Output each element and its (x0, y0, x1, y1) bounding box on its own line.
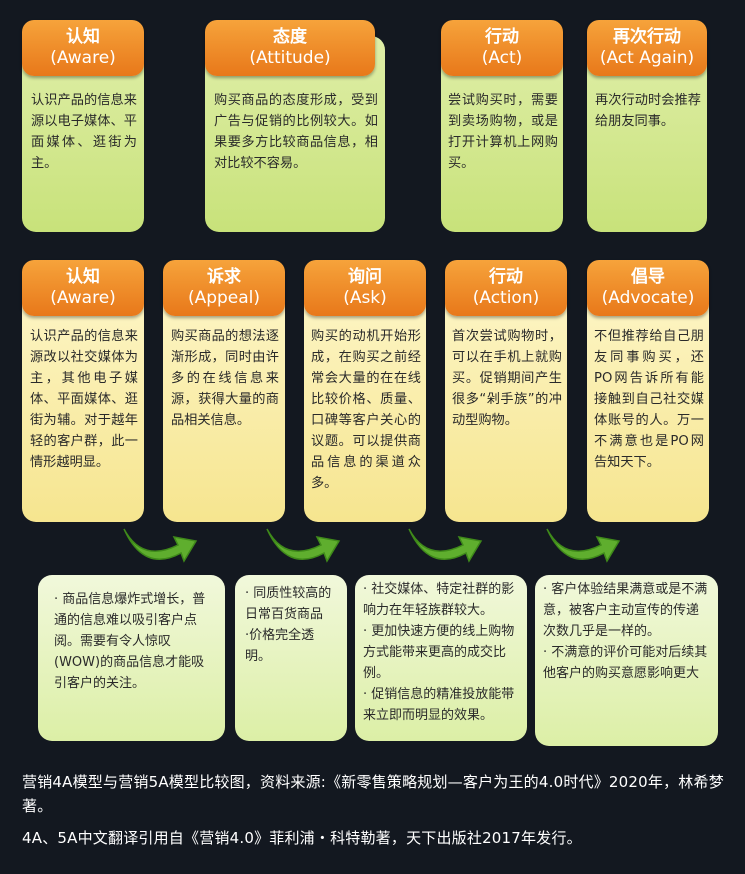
stage-title: 态度 (273, 27, 307, 47)
stage-subtitle: (Act) (481, 48, 523, 68)
stage-title: 诉求 (207, 267, 241, 287)
stage-title: 再次行动 (613, 27, 681, 47)
stage-description: 不但推荐给自己朋友同事购买，还PO网告诉所有能接触到自己社交媒体账号的人。万一不… (594, 329, 704, 470)
stage-title: 认知 (66, 27, 100, 47)
note-item: · 促销信息的精准投放能带来立即而明显的效果。 (363, 687, 515, 723)
caption-translation-note: 4A、5A中文翻译引用自《营销4.0》菲利浦・科特勒著，天下出版社2017年发行… (22, 829, 582, 847)
note-box-action: · 社交媒体、特定社群的影响力在年轻族群较大。 · 更加快速方便的线上购物方式能… (355, 575, 527, 741)
curved-arrow-icon (546, 528, 621, 563)
stage-header-5a-ask: 询问 (Ask) (304, 260, 426, 316)
note-item: · 不满意的评价可能对后续其他客户的购买意愿影响更大 (543, 645, 708, 681)
stage-header-4a-aware: 认知 (Aware) (22, 20, 144, 76)
curved-arrow-icon (408, 528, 483, 563)
note-item: ·价格完全透明。 (245, 628, 315, 664)
stage-description: 认识产品的信息来源改以社交媒体为主，其他电子媒体、平面媒体、逛街为辅。对于越年轻… (30, 329, 138, 470)
stage-card-5a-ask (304, 278, 426, 522)
note-item: · 更加快速方便的线上购物方式能带来更高的成交比例。 (363, 624, 515, 681)
note-item: · 社交媒体、特定社群的影响力在年轻族群较大。 (363, 582, 515, 618)
stage-description: 首次尝试购物时，可以在手机上就购买。促销期间产生很多“剁手族”的冲动型购物。 (452, 329, 562, 428)
stage-header-5a-appeal: 诉求 (Appeal) (163, 260, 285, 316)
stage-title: 询问 (348, 267, 382, 287)
stage-title: 认知 (66, 267, 100, 287)
caption-source: 营销4A模型与营销5A模型比较图，资料来源:《新零售策略规划—客户为王的4.0时… (22, 773, 724, 815)
stage-header-4a-attitude: 态度 (Attitude) (205, 20, 375, 76)
stage-description: 尝试购买时，需要到卖场购物，或是打开计算机上网购买。 (448, 93, 558, 171)
stage-subtitle: (Ask) (343, 288, 387, 308)
stage-header-4a-act-again: 再次行动 (Act Again) (587, 20, 707, 76)
stage-header-4a-act: 行动 (Act) (441, 20, 563, 76)
stage-description: 再次行动时会推荐给朋友同事。 (595, 93, 701, 129)
stage-card-5a-appeal (163, 278, 285, 522)
stage-description: 购买商品的想法逐渐形成，同时由许多的在线信息来源，获得大量的商品相关信息。 (171, 329, 279, 428)
stage-description: 认识产品的信息来源以电子媒体、平面媒体、逛街为主。 (31, 93, 137, 171)
note-box-ask: · 同质性较高的日常百货商品 ·价格完全透明。 (235, 575, 347, 741)
note-item: · 同质性较高的日常百货商品 (245, 586, 332, 622)
note-item: · 商品信息爆炸式增长，普通的信息难以吸引客户点阅。需要有令人惊叹(WOW)的商… (54, 592, 206, 691)
curved-arrow-icon (266, 528, 341, 563)
stage-subtitle: (Action) (472, 288, 540, 308)
stage-card-5a-aware (22, 278, 144, 522)
stage-card-5a-advocate (587, 278, 709, 522)
stage-subtitle: (Act Again) (599, 48, 695, 68)
stage-description: 购买的动机开始形成，在购买之前经常会大量的在在线比较价格、质量、口碑等客户关心的… (311, 329, 421, 491)
stage-card-5a-action (445, 278, 567, 522)
note-item: · 客户体验结果满意或是不满意，被客户主动宣传的传递次数几乎是一样的。 (543, 582, 708, 639)
stage-title: 行动 (489, 267, 523, 287)
stage-title: 行动 (485, 27, 519, 47)
stage-subtitle: (Appeal) (187, 288, 261, 308)
stage-header-5a-aware: 认知 (Aware) (22, 260, 144, 316)
stage-header-5a-advocate: 倡导 (Advocate) (587, 260, 709, 316)
stage-header-5a-action: 行动 (Action) (445, 260, 567, 316)
note-box-appeal: · 商品信息爆炸式增长，普通的信息难以吸引客户点阅。需要有令人惊叹(WOW)的商… (38, 575, 225, 741)
note-box-advocate: · 客户体验结果满意或是不满意，被客户主动宣传的传递次数几乎是一样的。 · 不满… (535, 575, 718, 746)
stage-title: 倡导 (631, 267, 665, 287)
curved-arrow-icon (123, 528, 198, 563)
stage-subtitle: (Advocate) (601, 288, 695, 308)
stage-description: 购买商品的态度形成，受到广告与促销的比例较大。如果要多方比较商品信息，相对比较不… (214, 93, 378, 171)
stage-subtitle: (Attitude) (249, 48, 331, 68)
stage-subtitle: (Aware) (50, 288, 116, 308)
stage-subtitle: (Aware) (50, 48, 116, 68)
